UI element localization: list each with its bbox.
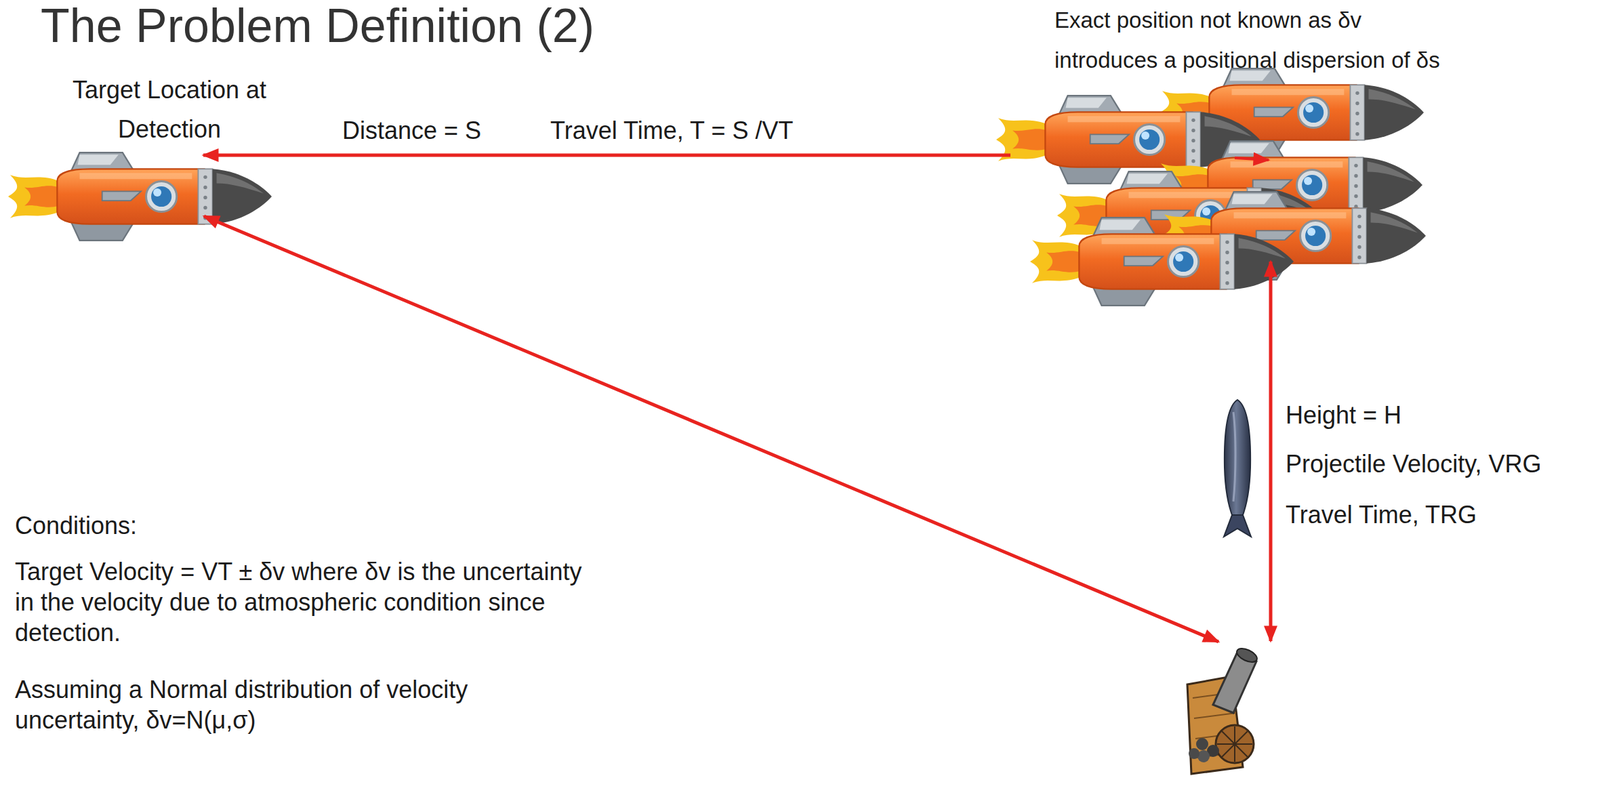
assumption-note: Assuming a Normal distribution of veloci… <box>14 674 530 736</box>
illustration-part <box>1188 748 1200 760</box>
illustration-part <box>1223 515 1251 537</box>
condition-note: Target Velocity = VT ± δv where δv is th… <box>14 556 598 648</box>
conditions-heading: Conditions: <box>14 510 137 541</box>
projectile-time-label: Travel Time, TRG <box>1285 500 1477 530</box>
illustration-part <box>1233 412 1236 502</box>
dispersion-note: Exact position not known as δv introduce… <box>1054 0 1455 81</box>
travel-time-label: Travel Time, T = S /VT <box>550 115 793 146</box>
distance-label: Distance = S <box>342 115 482 146</box>
distance-arrow <box>203 153 1011 158</box>
illustration-part <box>1197 750 1210 763</box>
height-label: Height = H <box>1285 400 1402 430</box>
dispersion-arrow <box>1234 157 1269 160</box>
illustration-part <box>1217 726 1253 762</box>
illustration-part <box>1030 217 1294 306</box>
illustration-part <box>1215 725 1254 764</box>
projectile-bomb <box>1223 399 1251 537</box>
slide-title: The Problem Definition (2) <box>40 1 595 52</box>
cannon <box>1187 645 1260 774</box>
target-caption: Target Location at Detection <box>67 70 272 149</box>
illustration-part <box>1224 399 1251 528</box>
rocket-cluster <box>996 68 1426 306</box>
illustration-part <box>1234 645 1260 665</box>
height-arrow <box>1269 261 1273 642</box>
velocity-label: Projectile Velocity, VRG <box>1285 449 1542 479</box>
illustration-part <box>1196 737 1209 751</box>
